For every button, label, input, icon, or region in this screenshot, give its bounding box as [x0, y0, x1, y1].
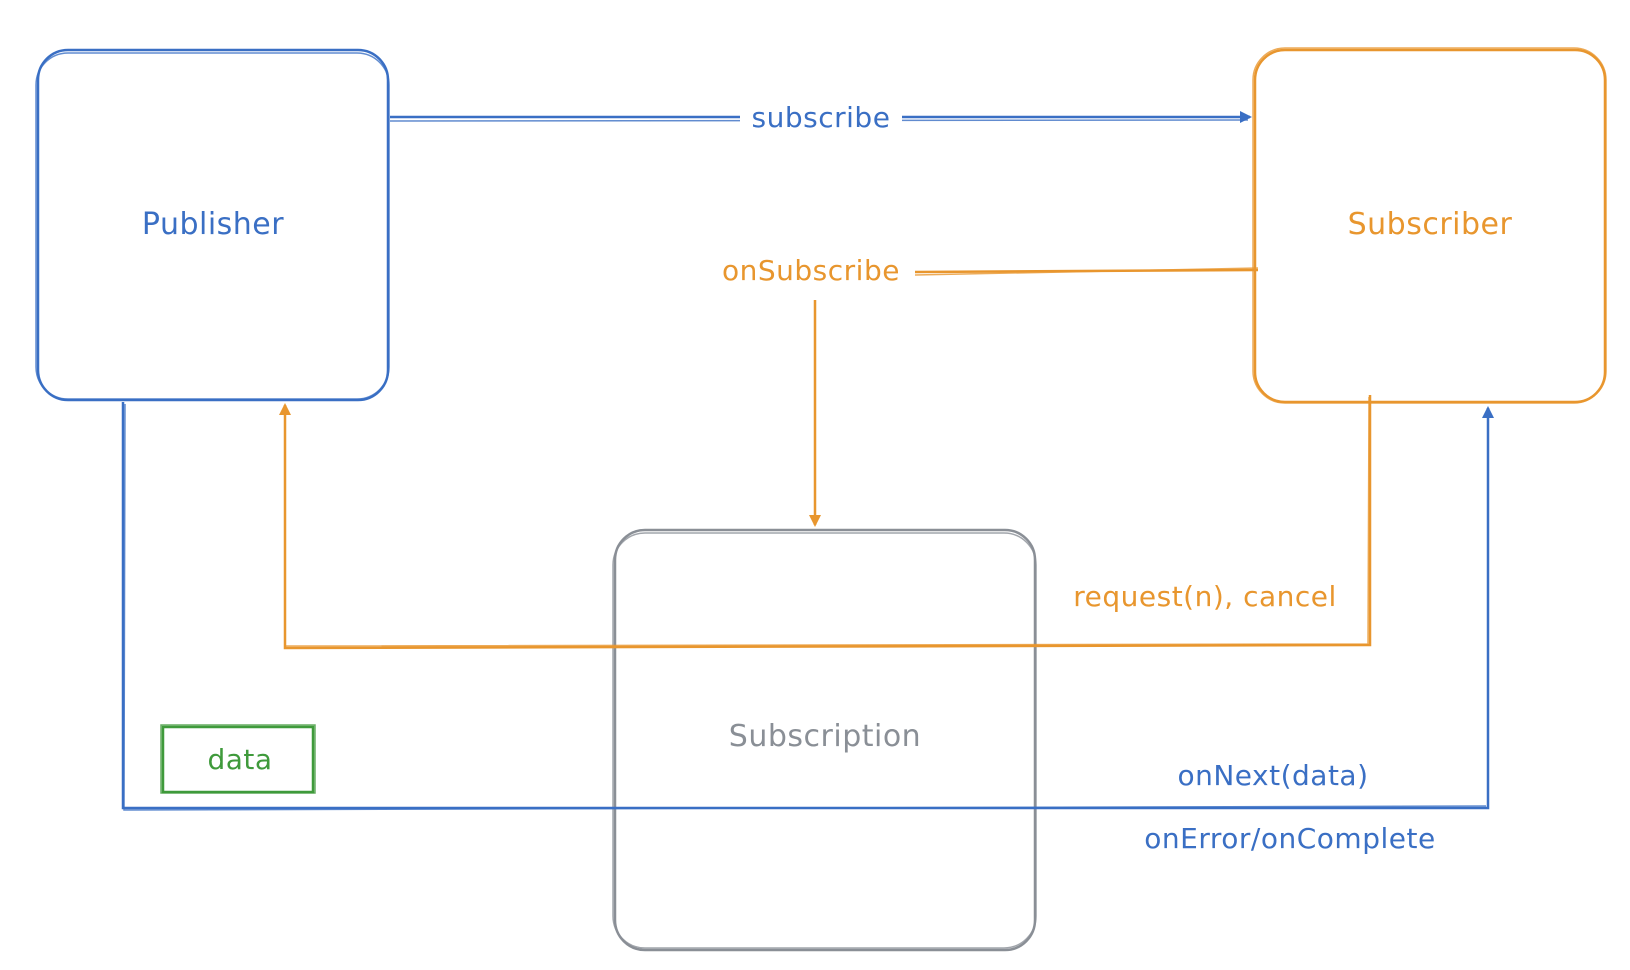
data-label: data: [207, 743, 272, 776]
subscriber-node: Subscriber: [1252, 47, 1607, 404]
request-cancel-edge: request(n), cancel: [279, 395, 1372, 650]
onnext-label: onNext(data): [1177, 759, 1368, 792]
onsubscribe-edge: onSubscribe: [722, 254, 1259, 527]
subscription-label: Subscription: [729, 719, 921, 754]
subscribe-label: subscribe: [752, 101, 891, 134]
onnext-edge: onNext(data) onError/onComplete: [121, 402, 1494, 855]
onerror-oncomplete-label: onError/onComplete: [1144, 822, 1435, 855]
subscribe-edge: subscribe: [389, 98, 1252, 134]
subscription-node: Subscription: [612, 528, 1037, 952]
onsubscribe-label: onSubscribe: [722, 254, 900, 287]
subscriber-label: Subscriber: [1348, 207, 1513, 242]
publisher-label: Publisher: [142, 207, 284, 242]
publisher-node: Publisher: [35, 48, 390, 402]
request-cancel-label: request(n), cancel: [1073, 580, 1337, 613]
data-box: data: [160, 724, 316, 794]
